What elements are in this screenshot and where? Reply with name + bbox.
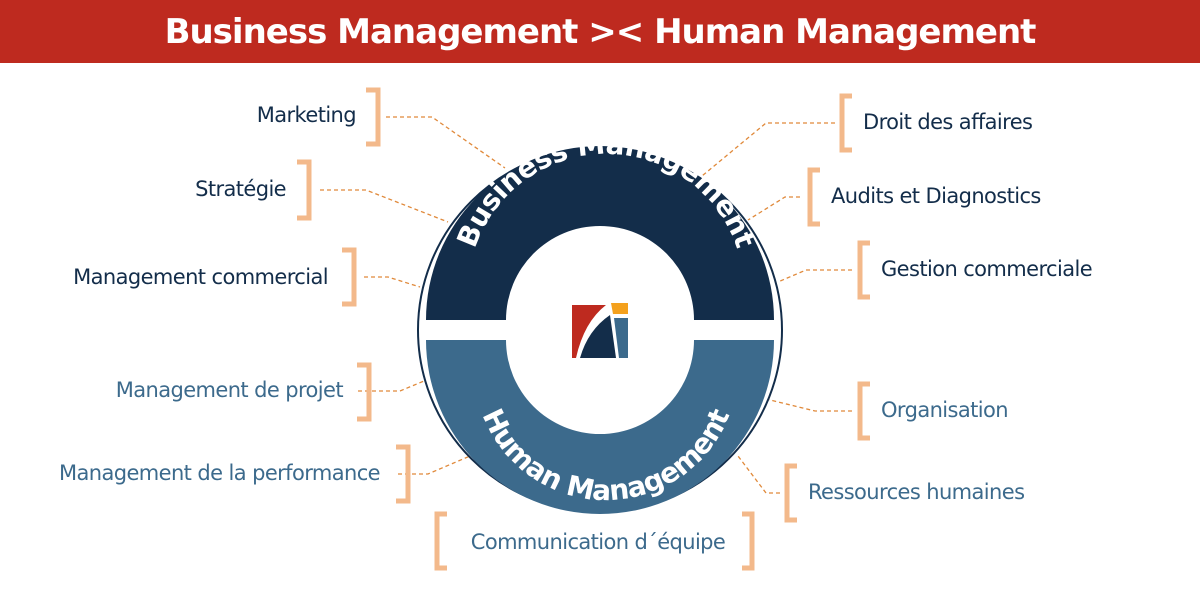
- connector-lines: [320, 116, 852, 494]
- logo-dark-part: [580, 315, 616, 358]
- bracket-gestion-commerciale: [857, 240, 870, 300]
- bracket-communication-left: [434, 511, 447, 571]
- logo-orange-part: [611, 303, 628, 314]
- page-title: Business Management >< Human Management: [164, 11, 1037, 52]
- item-communication-d-equipe: Communication d´équipe: [471, 530, 725, 554]
- connector-management-commercial: [364, 276, 421, 288]
- item-droit-des-affaires: Droit des affaires: [863, 110, 1032, 134]
- item-gestion-commerciale: Gestion commerciale: [881, 257, 1092, 281]
- connector-ressources-humaines: [737, 455, 780, 494]
- connector-marketing: [386, 116, 506, 169]
- bracket-audits: [807, 167, 820, 227]
- bracket-organisation: [857, 381, 870, 441]
- connector-strategie: [320, 189, 449, 223]
- title-banner: Business Management >< Human Management: [0, 0, 1200, 63]
- brackets: [297, 87, 870, 571]
- item-organisation: Organisation: [881, 398, 1008, 422]
- logo-blue-part: [614, 318, 628, 358]
- company-logo: [572, 303, 628, 358]
- bracket-marketing: [366, 87, 381, 147]
- connector-gestion-commerciale: [777, 269, 852, 283]
- item-strategie: Stratégie: [195, 177, 286, 201]
- bracket-management-commercial: [342, 247, 357, 307]
- connector-droit-des-affaires: [701, 122, 835, 177]
- item-marketing: Marketing: [257, 103, 356, 127]
- bracket-droit-des-affaires: [839, 93, 852, 153]
- bracket-management-de-la-performance: [396, 444, 411, 504]
- bracket-management-de-projet: [357, 362, 372, 422]
- item-management-commercial: Management commercial: [73, 265, 328, 289]
- item-management-de-projet: Management de projet: [116, 378, 344, 402]
- business-half: [426, 146, 774, 320]
- bracket-communication-right: [742, 511, 755, 571]
- item-audits-et-diagnostics: Audits et Diagnostics: [831, 184, 1041, 208]
- connector-organisation: [765, 398, 852, 412]
- bracket-ressources-humaines: [784, 463, 797, 523]
- item-ressources-humaines: Ressources humaines: [808, 480, 1024, 504]
- bracket-strategie: [297, 159, 312, 221]
- connector-audits: [747, 196, 800, 221]
- logo-red-part: [572, 305, 606, 358]
- item-management-de-la-performance: Management de la performance: [59, 461, 380, 485]
- human-half: [426, 340, 774, 514]
- connector-management-de-projet: [358, 380, 425, 392]
